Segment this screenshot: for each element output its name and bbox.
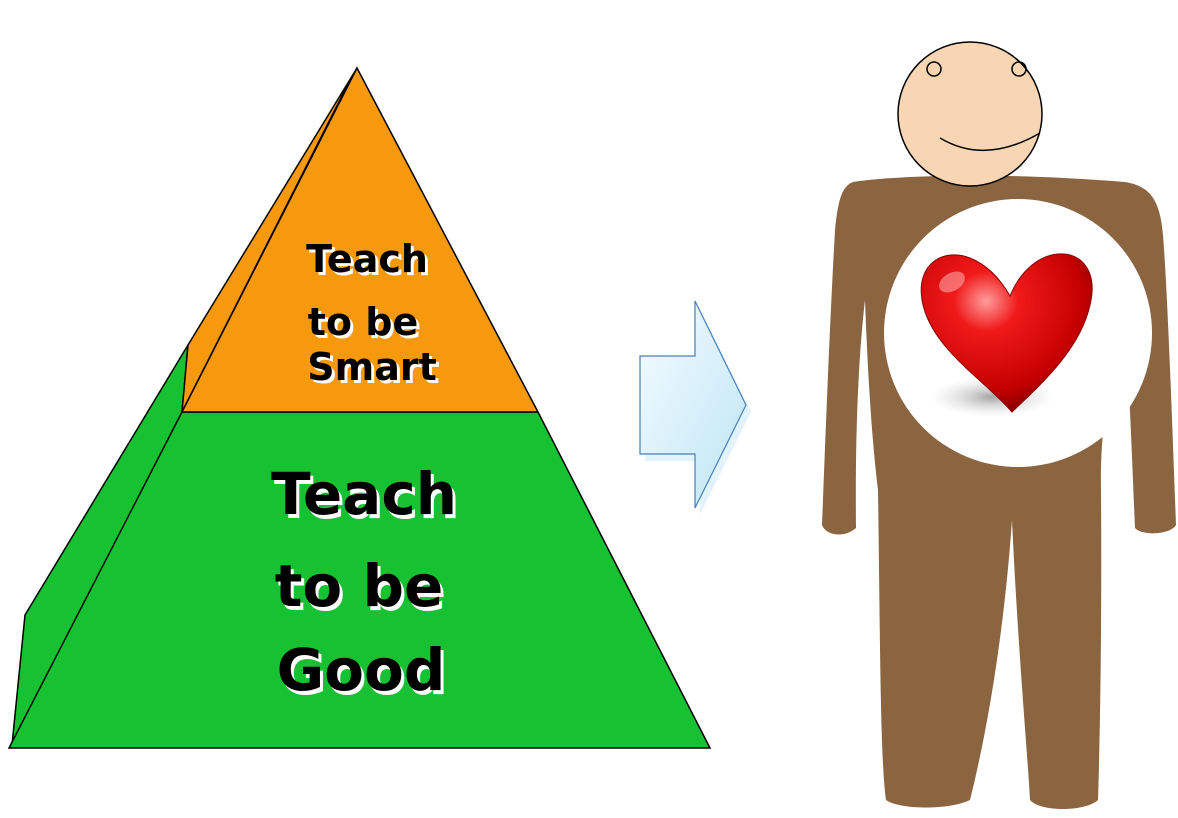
pyramid-bottom-label: Teach Teach to be to be Good Good xyxy=(271,460,460,708)
bottom-label-line-3-shadow: Good xyxy=(280,640,449,708)
right-arrow-icon xyxy=(639,300,751,514)
bottom-label-line-1-shadow: Teach xyxy=(274,464,460,532)
top-label-line-2-shadow: to be xyxy=(311,303,421,347)
pyramid: Teach Teach to be to be Smart Smart Teac… xyxy=(7,66,712,749)
bottom-label-line-2: to be xyxy=(275,552,444,620)
left-eye-icon xyxy=(926,61,942,77)
top-label-line-3-shadow: Smart xyxy=(310,348,440,392)
head xyxy=(897,41,1043,187)
top-label-line-2: to be xyxy=(308,300,418,344)
top-label-line-3: Smart xyxy=(307,345,437,389)
heart-icon xyxy=(920,253,1093,413)
bottom-label-line-3: Good xyxy=(277,636,446,704)
pyramid-front-top xyxy=(180,66,540,413)
smile-icon xyxy=(939,132,1041,152)
right-eye-icon xyxy=(1011,61,1027,77)
bottom-label-line-2-shadow: to be xyxy=(278,556,447,624)
pyramid-top-label: Teach Teach to be to be Smart Smart xyxy=(306,237,440,392)
person-figure xyxy=(822,41,1176,809)
bottom-label-line-1: Teach xyxy=(271,460,457,528)
top-label-line-1: Teach xyxy=(306,237,428,281)
top-label-line-1-shadow: Teach xyxy=(309,240,431,284)
smiley-face xyxy=(897,41,1043,187)
